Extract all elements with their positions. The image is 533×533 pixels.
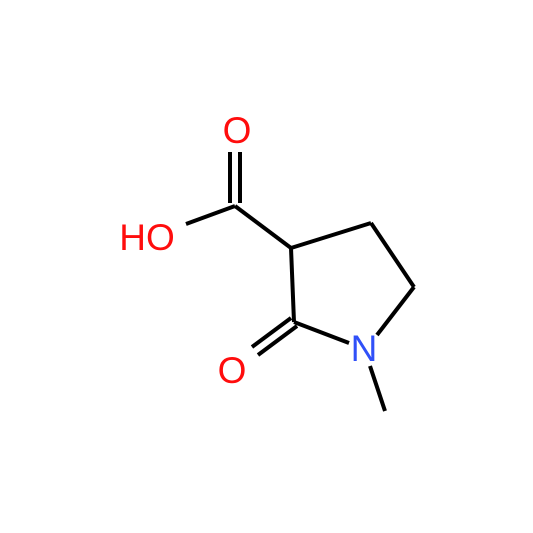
bond-c2-n <box>293 320 350 345</box>
atom-o-lactam: O <box>218 350 247 391</box>
bond-lactam-carbonyl-a <box>250 316 293 349</box>
atom-o-acid-carbonyl: O <box>223 110 252 151</box>
atom-n-ring: N <box>351 328 378 369</box>
bond-acid-hydroxyl <box>185 204 236 226</box>
bond-lactam-carbonyl-b <box>256 324 299 357</box>
bonds <box>185 152 416 412</box>
atom-hydroxyl: HO <box>119 217 175 258</box>
bond-n-methyl <box>368 365 387 412</box>
atom-labels: O HO N O <box>119 110 377 391</box>
bond-carboxyl-c3 <box>233 204 293 250</box>
bond-c3-c4 <box>290 221 372 250</box>
bond-c3-c2 <box>289 247 296 323</box>
bond-c4-c5 <box>369 221 416 289</box>
bond-c5-n <box>375 285 416 337</box>
